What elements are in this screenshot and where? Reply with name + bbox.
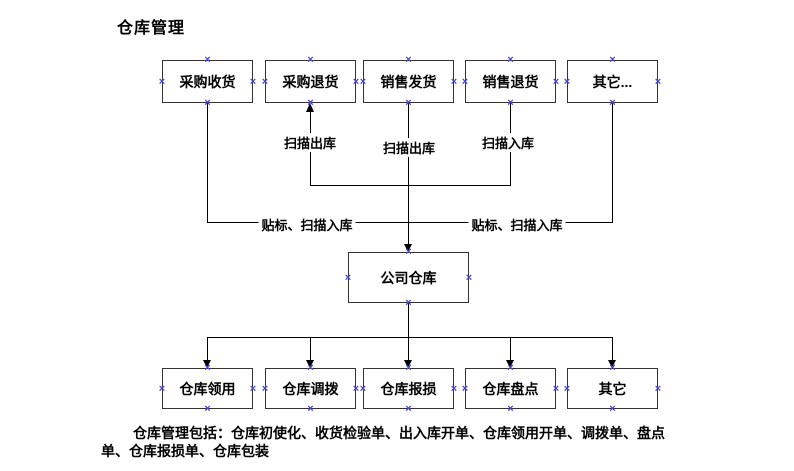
connection-point-icon[interactable]: × [654, 75, 662, 88]
connector-line [510, 337, 511, 360]
connection-point-icon[interactable]: × [249, 382, 257, 395]
connection-point-icon[interactable]: × [352, 382, 360, 395]
connector-line [408, 102, 409, 244]
connection-point-icon[interactable]: × [204, 403, 211, 415]
connection-point-icon[interactable]: × [405, 403, 412, 415]
node-warehouse-requisition[interactable]: 仓库领用 × × × × [159, 363, 256, 415]
page-title: 仓库管理 [117, 20, 186, 37]
node-label: 采购收货 [179, 73, 236, 90]
edge-label-scan-out-left: 扫描出库 [280, 133, 340, 152]
node-label: 公司仓库 [380, 269, 437, 286]
node-label: 仓库调拨 [282, 380, 339, 397]
connection-point-icon[interactable]: × [344, 271, 352, 284]
connection-point-icon[interactable]: × [405, 362, 412, 374]
node-label: 采购退货 [282, 73, 339, 90]
node-warehouse-damage[interactable]: 仓库报损 × × × × [360, 363, 457, 415]
edge-label-tag-scan-in-right: 贴标、扫描入库 [468, 215, 566, 234]
node-warehouse-transfer[interactable]: 仓库调拨 × × × × [262, 363, 359, 415]
connection-point-icon[interactable]: × [450, 382, 458, 395]
node-label: 销售退货 [482, 73, 539, 90]
connection-point-icon[interactable]: × [609, 97, 616, 109]
connection-point-icon[interactable]: × [465, 271, 473, 284]
node-sales-return[interactable]: 销售退货 × × × × [462, 55, 559, 109]
connection-point-icon[interactable]: × [307, 403, 314, 415]
connection-point-icon[interactable]: × [609, 54, 616, 66]
edge-label-scan-in-right: 扫描入库 [478, 133, 538, 152]
connection-point-icon[interactable]: × [563, 382, 571, 395]
connection-point-icon[interactable]: × [552, 75, 560, 88]
node-label: 仓库报损 [380, 380, 437, 397]
arrow-down-icon [404, 244, 412, 252]
connection-point-icon[interactable]: × [204, 97, 211, 109]
arrow-down-icon [608, 360, 616, 368]
connection-point-icon[interactable]: × [405, 97, 412, 109]
node-other-top[interactable]: 其它... × × × × [564, 55, 661, 109]
connection-point-icon[interactable]: × [609, 403, 616, 415]
node-label: 销售发货 [380, 73, 437, 90]
connection-point-icon[interactable]: × [507, 403, 514, 415]
connection-point-icon[interactable]: × [307, 97, 314, 109]
footer-description-line1: 仓库管理包括：仓库初使化、收货检验单、出入库开单、仓库领用开单、调拨单、盘点 [133, 425, 665, 441]
node-label: 仓库盘点 [482, 380, 539, 397]
node-purchase-receiving[interactable]: 采购收货 × × × × [159, 55, 256, 109]
connection-point-icon[interactable]: × [654, 382, 662, 395]
connection-point-icon[interactable]: × [450, 75, 458, 88]
arrow-up-icon [306, 103, 314, 112]
connector-line [207, 102, 208, 222]
connection-point-icon[interactable]: × [158, 382, 166, 395]
connector-line [310, 337, 311, 360]
node-label: 其它... [592, 73, 633, 90]
connector-line [207, 222, 613, 223]
connection-point-icon[interactable]: × [307, 362, 314, 374]
connection-point-icon[interactable]: × [405, 297, 412, 309]
connection-point-icon[interactable]: × [261, 382, 269, 395]
connection-point-icon[interactable]: × [405, 54, 412, 66]
arrow-down-icon [203, 360, 211, 368]
edge-label-scan-out-center: 扫描出库 [379, 138, 439, 157]
connector-line [612, 102, 613, 222]
connection-point-icon[interactable]: × [563, 75, 571, 88]
connector-line [612, 337, 613, 360]
arrow-down-icon [306, 360, 314, 368]
connection-point-icon[interactable]: × [552, 382, 560, 395]
arrow-down-icon [404, 360, 412, 368]
node-purchase-return[interactable]: 采购退货 × × × × [262, 55, 359, 109]
connection-point-icon[interactable]: × [359, 75, 367, 88]
node-sales-shipping[interactable]: 销售发货 × × × × [360, 55, 457, 109]
node-other-bottom[interactable]: 其它 × × × × [564, 363, 661, 415]
arrow-down-icon [506, 360, 514, 368]
node-company-warehouse[interactable]: 公司仓库 × × × × [345, 247, 472, 309]
connection-point-icon[interactable]: × [204, 54, 211, 66]
footer-description-line2: 单、仓库报损单、仓库包装 [101, 443, 269, 459]
connector-line [408, 302, 409, 337]
connector-line [408, 337, 409, 360]
node-label: 仓库领用 [179, 380, 236, 397]
connection-point-icon[interactable]: × [609, 362, 616, 374]
connection-point-icon[interactable]: × [507, 54, 514, 66]
connection-point-icon[interactable]: × [461, 75, 469, 88]
connection-point-icon[interactable]: × [507, 362, 514, 374]
connector-line [207, 337, 208, 360]
connection-point-icon[interactable]: × [461, 382, 469, 395]
connection-point-icon[interactable]: × [359, 382, 367, 395]
connector-line [207, 337, 613, 338]
connection-point-icon[interactable]: × [405, 246, 412, 258]
connection-point-icon[interactable]: × [307, 54, 314, 66]
connection-point-icon[interactable]: × [261, 75, 269, 88]
connection-point-icon[interactable]: × [352, 75, 360, 88]
connector-line [310, 185, 511, 186]
node-warehouse-stocktake[interactable]: 仓库盘点 × × × × [462, 363, 559, 415]
connection-point-icon[interactable]: × [158, 75, 166, 88]
connection-point-icon[interactable]: × [249, 75, 257, 88]
connection-point-icon[interactable]: × [507, 97, 514, 109]
connection-point-icon[interactable]: × [204, 362, 211, 374]
edge-label-tag-scan-in-left: 贴标、扫描入库 [258, 215, 356, 234]
node-label: 其它 [598, 380, 627, 397]
